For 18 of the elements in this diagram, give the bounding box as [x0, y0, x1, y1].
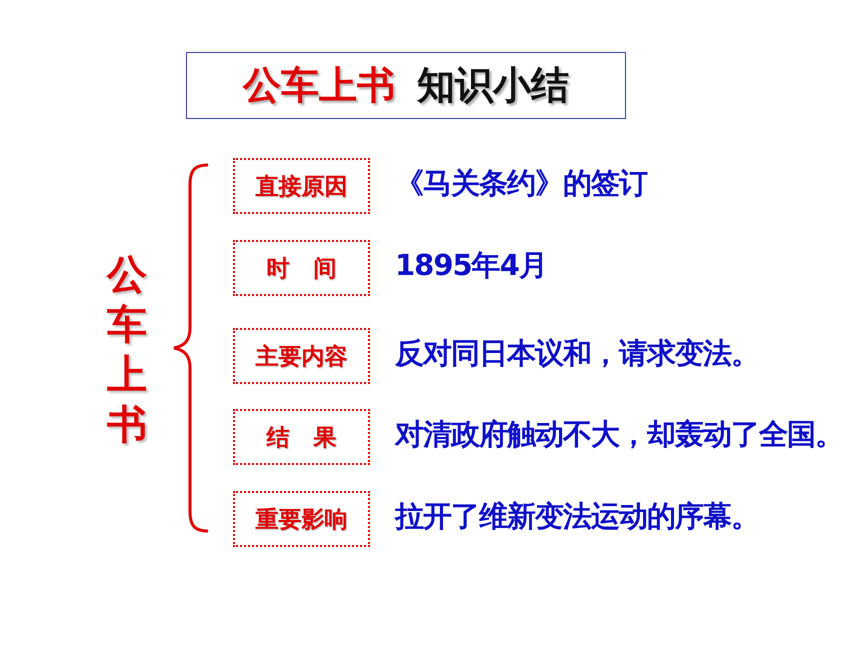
label-box [233, 491, 370, 547]
label-box [233, 240, 370, 296]
description-text: 《马关条约》的签订 [395, 165, 647, 202]
vertical-heading: 公车上书 [106, 251, 148, 450]
label-box [233, 158, 370, 214]
description-text: 拉开了维新变法运动的序幕。 [395, 498, 759, 535]
title-text: 公车上书 [243, 62, 395, 109]
box-label: 结 果 [266, 424, 337, 452]
label-box [233, 328, 370, 384]
box-label: 时 间 [266, 254, 337, 284]
box-label: 重要影响 [256, 506, 348, 534]
description-text: 1895年4月 [395, 247, 547, 284]
box-label: 主要内容 [256, 342, 348, 372]
description-text: 反对同日本议和，请求变法。 [395, 335, 759, 372]
label-box [233, 409, 370, 465]
description-text: 对清政府触动不大，却轰动了全国。 [395, 416, 843, 453]
box-label: 直接原因 [256, 172, 348, 202]
title-text: 知识小结 [417, 62, 569, 109]
